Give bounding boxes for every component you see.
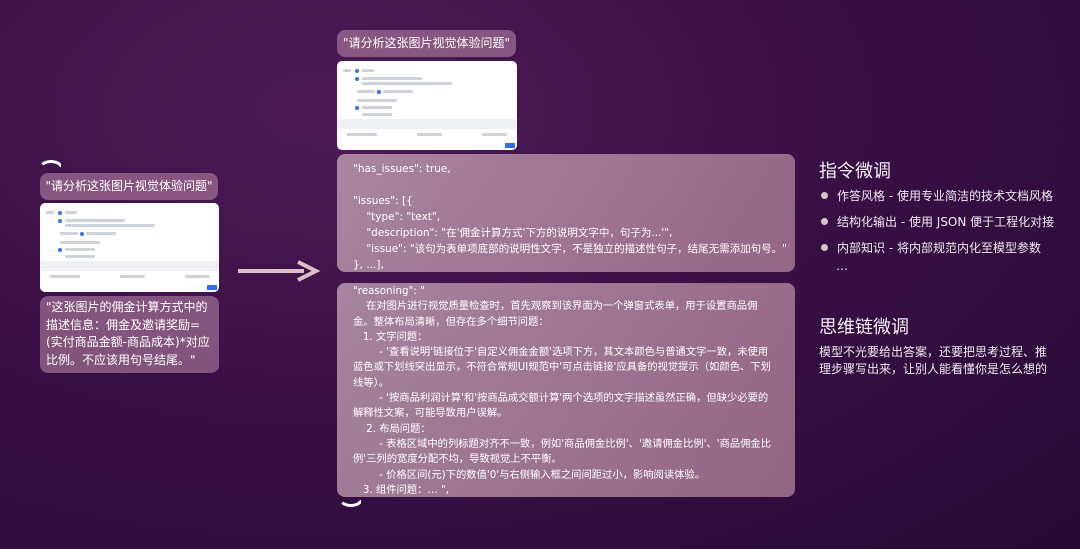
reasoning-panel: "reasoning": " 在对图片进行视觉质量检查时，首先观察到该界面为一个… — [337, 283, 795, 497]
json-line: "issue": "该句为表单项底部的说明性文字，不是独立的描述性句子，结尾无需… — [353, 243, 788, 255]
json-line: "issues": [{ — [353, 195, 413, 207]
section-title-cot-tuning: 思维链微调 — [819, 317, 909, 338]
reasoning-line: - '按商品利润计算'和'按商品成交额计算'两个选项的文字描述虽然正确，但缺少必… — [353, 392, 769, 405]
reasoning-line: 解释性文案，可能导致用户误解。 — [353, 407, 508, 420]
reasoning-line: 金。整体布局清晰，但存在多个细节问题： — [353, 315, 549, 328]
reasoning-line: - 表格区域中的列标题对齐不一致，例如'商品佣金比例'、'邀请佣金比例'、'商品… — [353, 437, 772, 450]
bullet-item: 作答风格 - 使用专业简洁的技术文档风格 — [821, 187, 1053, 204]
bullet-item: 结构化输出 - 使用 JSON 便于工程化对接 — [821, 213, 1054, 230]
reasoning-line: 在对图片进行视觉质量检查时，首先观察到该界面为一个弹窗式表单，用于设置商品佣 — [353, 300, 758, 313]
json-issues-panel: "has_issues": true, "issues": [{ "type":… — [337, 154, 795, 272]
bullet-item: 内部知识 - 将内部规范内化至模型参数 — [821, 239, 1041, 256]
reasoning-line: 线等）。 — [353, 376, 390, 389]
json-line — [353, 177, 779, 193]
json-line: "has_issues": true, — [353, 163, 451, 175]
middle-screenshot-thumbnail — [337, 61, 517, 150]
json-line: }, ...], — [353, 259, 384, 271]
json-line: "description": "在'佣金计算方式'下方的说明文字中，句子为...… — [353, 227, 673, 239]
left-screenshot-thumbnail — [40, 203, 219, 292]
bullet-text: 内部知识 - 将内部规范内化至模型参数 — [837, 241, 1041, 255]
arrow-icon — [238, 260, 321, 282]
left-prompt: "请分析这张图片视觉体验问题" — [40, 173, 218, 200]
section-description: 模型不光要给出答案，还要把思考过程、推理步骤写出来，让别人能看懂你是怎么想的 — [819, 345, 1048, 376]
bullet-text: 结构化输出 - 使用 JSON 便于工程化对接 — [837, 215, 1055, 229]
close-bracket — [338, 497, 364, 507]
reasoning-line: "reasoning": " — [353, 285, 425, 297]
json-line: "type": "text", — [353, 211, 441, 223]
reasoning-line: - 价格区间(元)下的数值'0'与右侧输入框之间间距过小，影响阅读体验。 — [353, 468, 706, 481]
reasoning-line: 2. 布局问题： — [353, 422, 431, 435]
open-bracket — [38, 160, 64, 170]
reasoning-line: 1. 文字问题： — [353, 330, 428, 343]
bullet-dot-icon — [821, 244, 828, 251]
bullet-dot-icon — [821, 192, 828, 199]
bullet-text: 作答风格 - 使用专业简洁的技术文档风格 — [837, 189, 1053, 203]
reasoning-line: 例'三列的宽度分配不均，导致视觉上不平衡。 — [353, 453, 562, 466]
reasoning-line: 蓝色或下划线突出显示，不符合常规UI规范中'可点击链接'应具备的视觉提示（如颜色… — [353, 361, 771, 374]
middle-prompt: "请分析这张图片视觉体验问题" — [337, 30, 516, 57]
bullet-dot-icon — [821, 218, 828, 225]
ellipsis: … — [836, 259, 848, 273]
left-answer: "这张图片的佣金计算方式中的描述信息：佣金及邀请奖励=(实付商品金额-商品成本)… — [40, 296, 219, 373]
reasoning-line: - '查看说明'链接位于'自定义佣金金额'选项下方，其文本颜色与普通文字一致，未… — [353, 346, 769, 359]
reasoning-line: 3. 组件问题：… ", — [353, 483, 449, 496]
section-title-instruction-tuning: 指令微调 — [819, 161, 891, 182]
